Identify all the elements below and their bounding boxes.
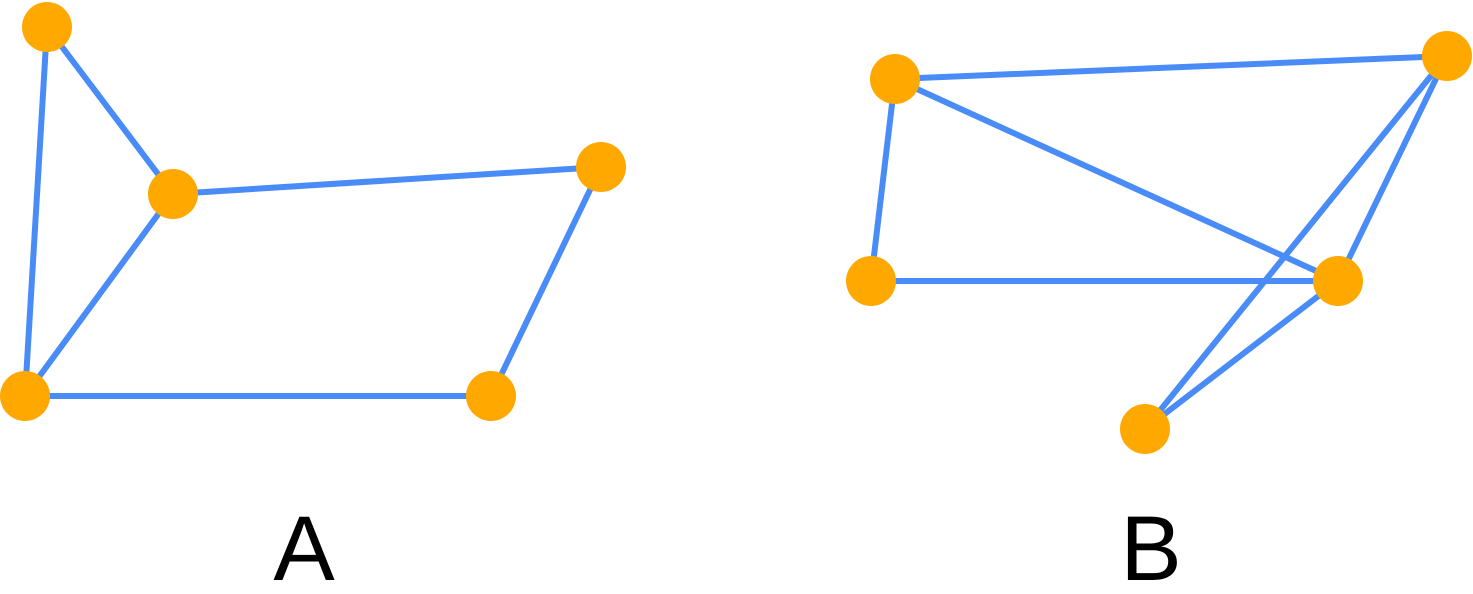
graph-a-edge-0-1 <box>44 24 176 197</box>
graph-a: A <box>0 2 626 594</box>
graph-a-node-0 <box>22 2 72 52</box>
graph-a-node-4 <box>466 371 516 421</box>
graph-a-edge-3-4 <box>488 164 604 399</box>
graph-a-edge-1-2 <box>22 191 176 399</box>
graph-b-node-0 <box>870 54 920 104</box>
graph-b: B <box>846 31 1472 594</box>
graph-b-edge-0-2 <box>892 76 1341 284</box>
graph-a-label: A <box>273 498 335 594</box>
graph-a-node-1 <box>148 169 198 219</box>
graph-b-node-2 <box>1313 256 1363 306</box>
graph-b-nodes <box>846 31 1472 454</box>
graph-b-edge-0-1 <box>868 76 898 284</box>
graph-b-edge-2-3 <box>1335 53 1450 284</box>
graph-a-edges <box>22 24 604 399</box>
graph-b-node-4 <box>1120 404 1170 454</box>
graph-b-edge-3-4 <box>1142 53 1450 432</box>
graph-b-label: B <box>1120 498 1181 594</box>
graph-a-node-3 <box>576 142 626 192</box>
graph-b-edges <box>868 53 1450 432</box>
graph-a-edge-0-2 <box>22 24 50 399</box>
graph-b-node-1 <box>846 256 896 306</box>
graph-a-nodes <box>0 2 626 421</box>
graph-a-edge-1-3 <box>170 164 604 197</box>
graph-b-edge-2-4 <box>1142 278 1341 432</box>
graph-b-edge-0-3 <box>892 53 1450 82</box>
graph-a-node-2 <box>0 371 50 421</box>
graph-b-node-3 <box>1422 31 1472 81</box>
